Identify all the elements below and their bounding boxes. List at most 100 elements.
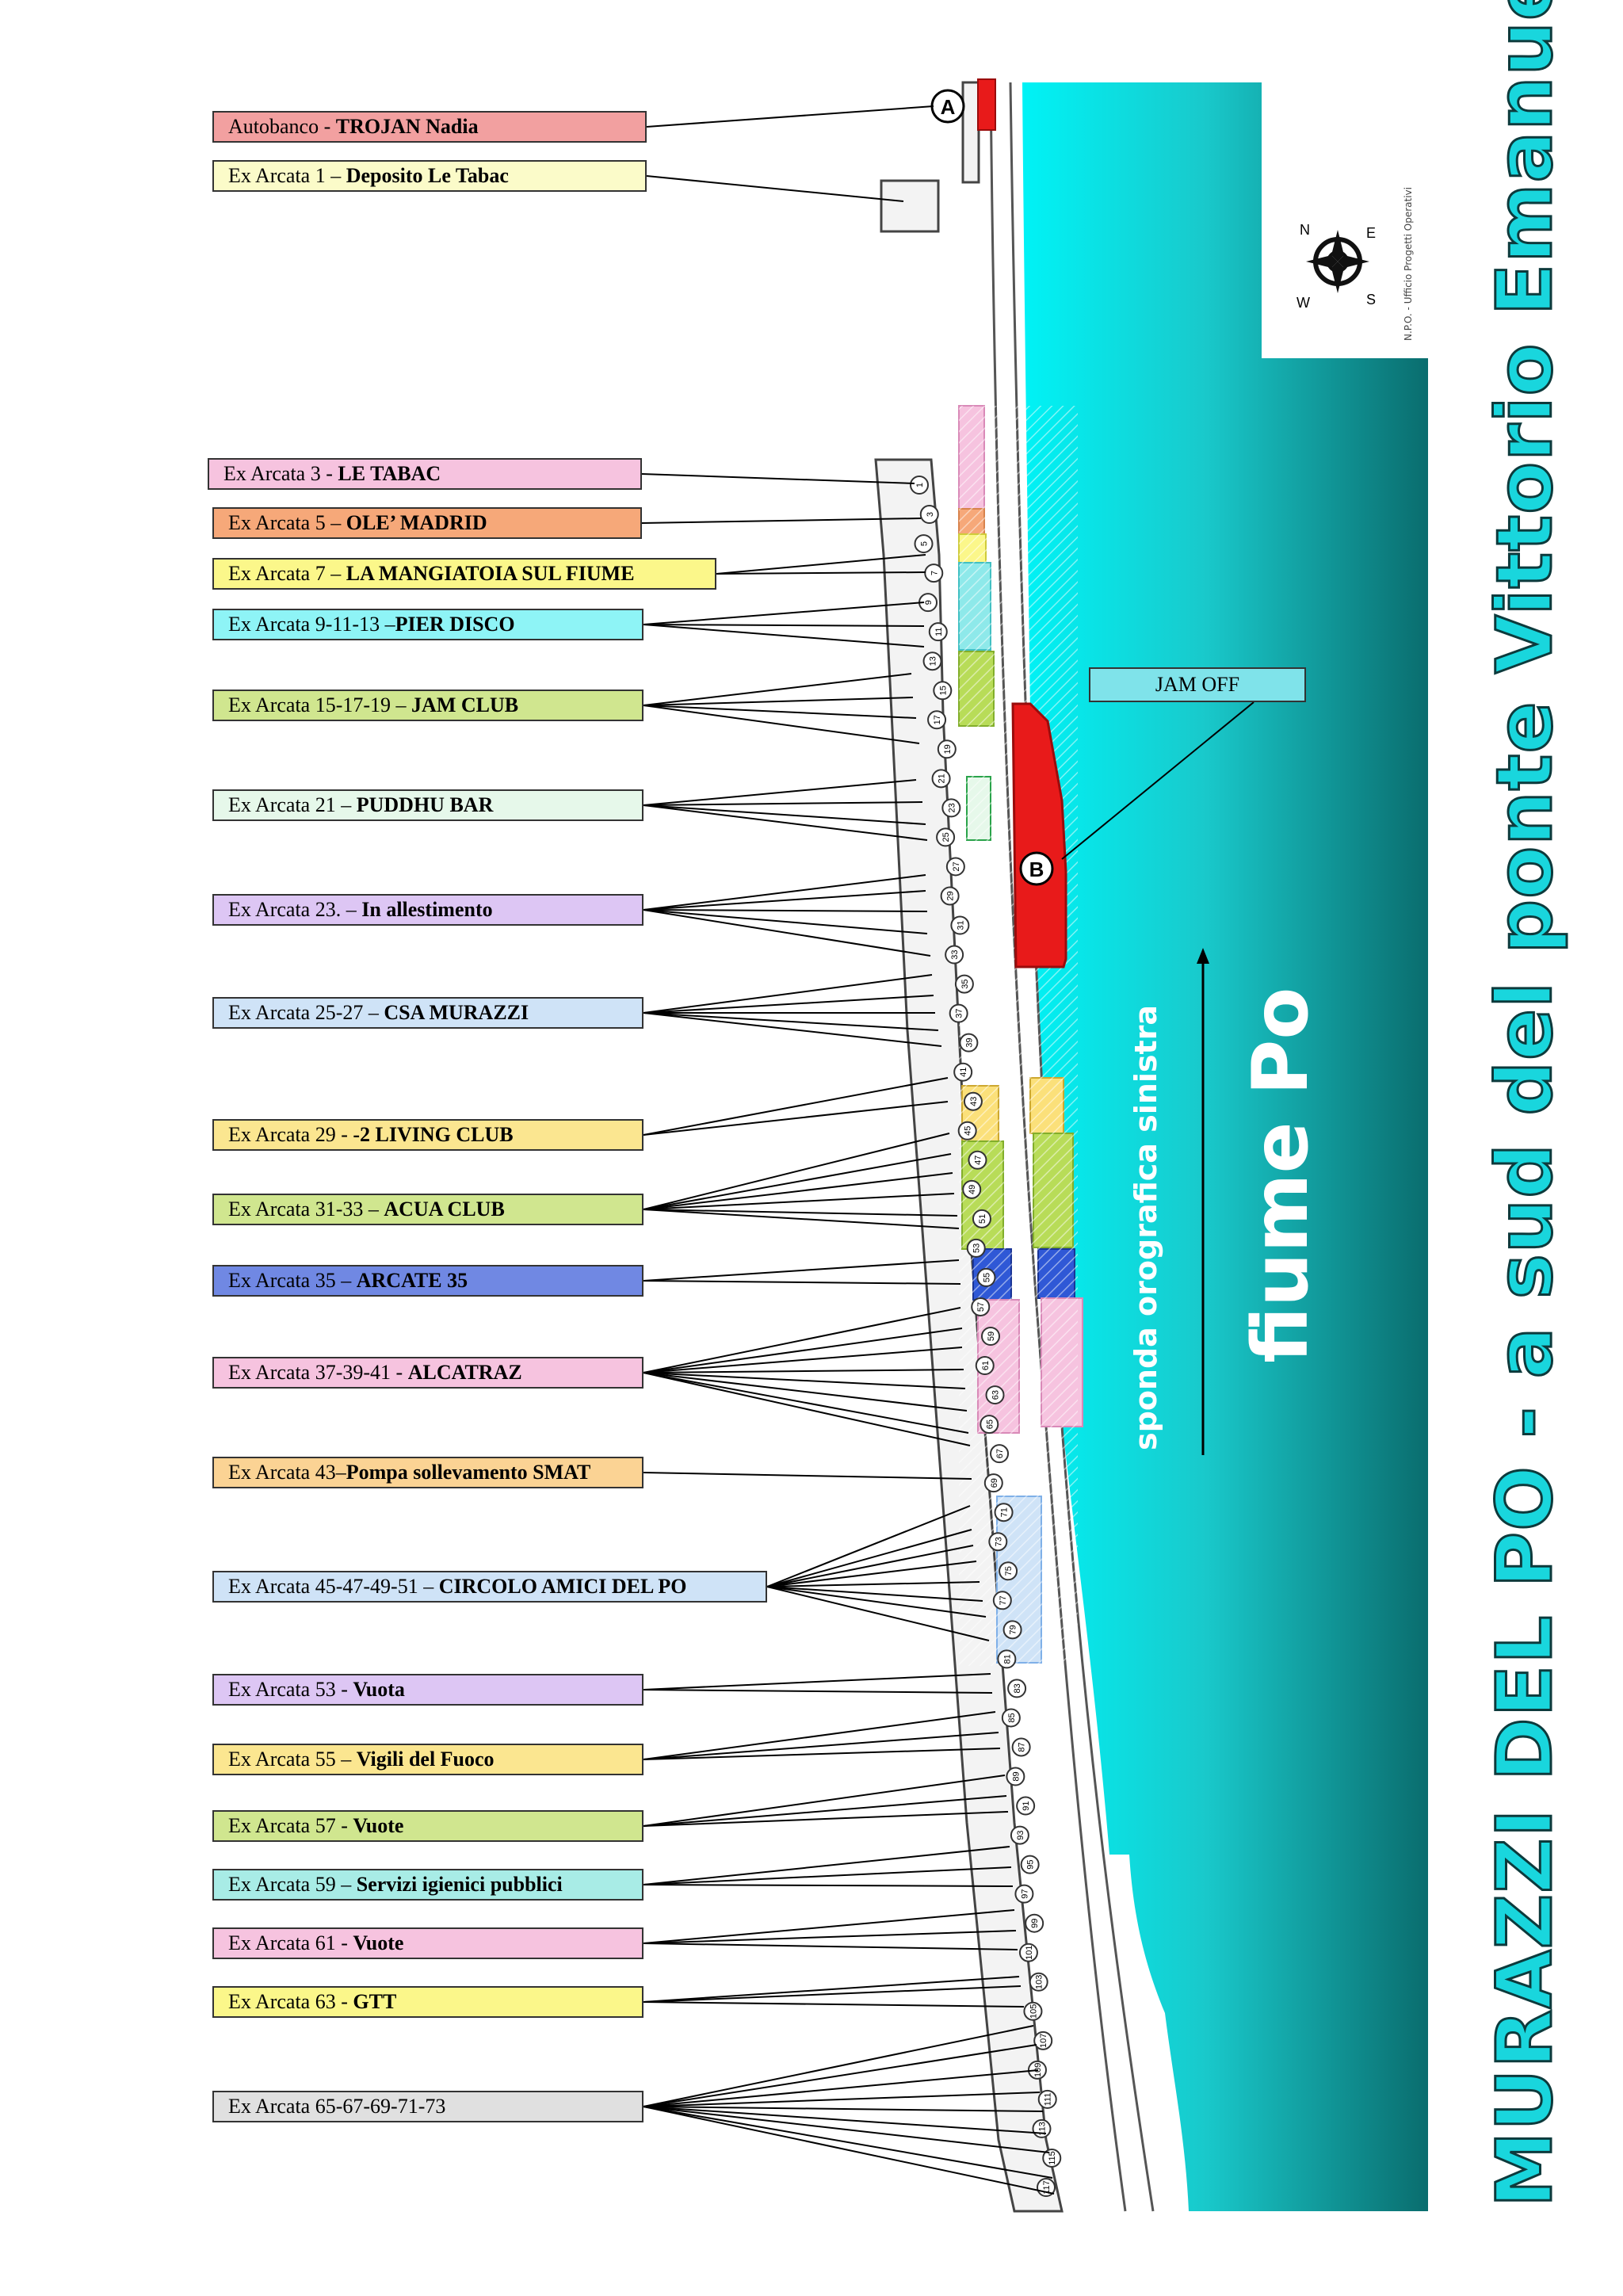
arch-circle [962,1179,982,1199]
leader-line [643,2106,1044,2112]
arch-number: 85 [1007,1713,1017,1722]
leader-line [643,1347,963,1373]
leader-line [643,874,926,911]
arch-circle [1007,1679,1027,1698]
arch-circle [963,1091,983,1111]
marker-b-label: B [1029,858,1044,881]
leader-line [643,890,926,911]
arch-number: 43 [969,1097,979,1106]
concession-label: Ex Arcata 61 - Vuote [212,1927,643,1959]
arch-number: 113 [1037,2122,1047,2136]
leader-line [643,2092,1041,2107]
arcata-number: Ex Arcata 25-27 – [228,1001,384,1024]
leader-line [643,705,920,744]
arch-circle [983,1473,1003,1493]
leader-line [643,909,928,934]
arch-circle [1010,1825,1029,1845]
concession-name: PIER DISCO [395,613,515,636]
arch-number: 35 [960,979,970,988]
arch-number: 15 [938,686,948,695]
leader-line [643,801,923,806]
concession-name: Vigili del Fuoco [356,1748,495,1771]
leader-line [641,518,922,524]
concession-name: LE TABAC [338,462,441,485]
arch-circle [910,476,929,495]
arch-circle [1025,1913,1044,1933]
arch-circle [1037,2089,1057,2109]
arch-circle [968,1150,987,1170]
concession-label: Autobanco - TROJAN Nadia [212,111,647,143]
arch-circle [953,1062,973,1082]
jam-off-leader [1061,701,1254,860]
arch-number: 77 [999,1595,1008,1605]
arch-circle [1014,1884,1034,1904]
arch-circle [988,1532,1008,1552]
arch-number: 95 [1026,1859,1036,1869]
arch-circle [931,769,951,789]
concession-label: Ex Arcata 31-33 – ACUA CLUB [212,1194,643,1225]
arch-number: 13 [929,656,938,666]
jam-off-boat [1011,702,1067,968]
arch-number: 39 [964,1038,974,1048]
arch-number: 99 [1030,1919,1040,1928]
leader-line [646,175,904,202]
leader-line [643,602,925,625]
leader-line [643,909,931,957]
concession-label: Ex Arcata 9-11-13 –PIER DISCO [212,609,643,640]
leader-line [766,1586,987,1618]
arcata-number: Ex Arcata 7 – [228,562,346,585]
arch-number: 81 [1002,1654,1012,1664]
arch-circle [1029,1972,1048,1992]
arcata-number: Ex Arcata 1 – [228,164,346,187]
arch-circle [957,1121,977,1140]
leader-line [643,705,917,719]
arch-circle [954,974,974,994]
arcata-number: Ex Arcata 65-67-69-71-73 [228,2095,446,2118]
arch-number: 65 [985,1419,995,1429]
arch-number: 3 [926,512,935,517]
leader-line [643,1976,1020,2003]
concession-label: Ex Arcata 57 - Vuote [212,1810,643,1842]
arch-circle [985,1385,1005,1405]
office-credit: N.P.O. - Ufficio Progetti Operativi [1403,187,1414,341]
leader-line [643,1307,961,1373]
leader-line [716,554,926,575]
arch-number: 11 [934,627,944,636]
arcata-number: Ex Arcata 3 - [223,462,338,485]
concession-label: Ex Arcata 1 – Deposito Le Tabac [212,160,647,192]
leader-line [766,1529,972,1587]
arcata-number: Ex Arcata 63 - [228,1990,353,2013]
leader-line [643,2106,1055,2195]
leader-line [646,105,934,128]
concession-name: ALCATRAZ [407,1361,522,1384]
leader-line [643,779,917,806]
concession-name: ACUA CLUB [384,1198,505,1221]
arcata-number: Ex Arcata 53 - [228,1678,353,1701]
concession-name: Vuote [353,1931,404,1954]
leader-line [643,1372,971,1446]
arch-number: 7 [930,571,939,575]
arch-circle [933,681,953,701]
arch-number: 53 [972,1244,982,1253]
arch-circle [928,622,948,642]
arch-number: 47 [973,1156,983,1165]
arch-circle [949,1003,968,1023]
concession-name: Servizi igienici pubblici [356,1873,563,1896]
map-title: MURAZZI DEL PO - a sud del ponte Vittori… [1480,0,1571,2209]
concession-name: In allestimento [361,898,493,921]
concession-name: GTT [353,1990,397,2013]
compass-w: W [1296,295,1310,311]
concession-label: Ex Arcata 21 – PUDDHU BAR [212,789,643,821]
arch-numbers: 1357911131517192123252729313335373941434… [910,476,1062,2197]
leader-line [643,1732,999,1760]
leader-line [643,1193,955,1210]
leader-line [643,1943,1018,1950]
arcata-number: Ex Arcata 43– [228,1461,346,1484]
concession-label: Ex Arcata 65-67-69-71-73 [212,2091,643,2122]
arch-circle [945,945,964,965]
arch-number: 1 [915,483,925,487]
leader-line [643,1372,968,1412]
arcata-number: Ex Arcata 9-11-13 – [228,613,395,636]
arch-circle [914,534,934,554]
